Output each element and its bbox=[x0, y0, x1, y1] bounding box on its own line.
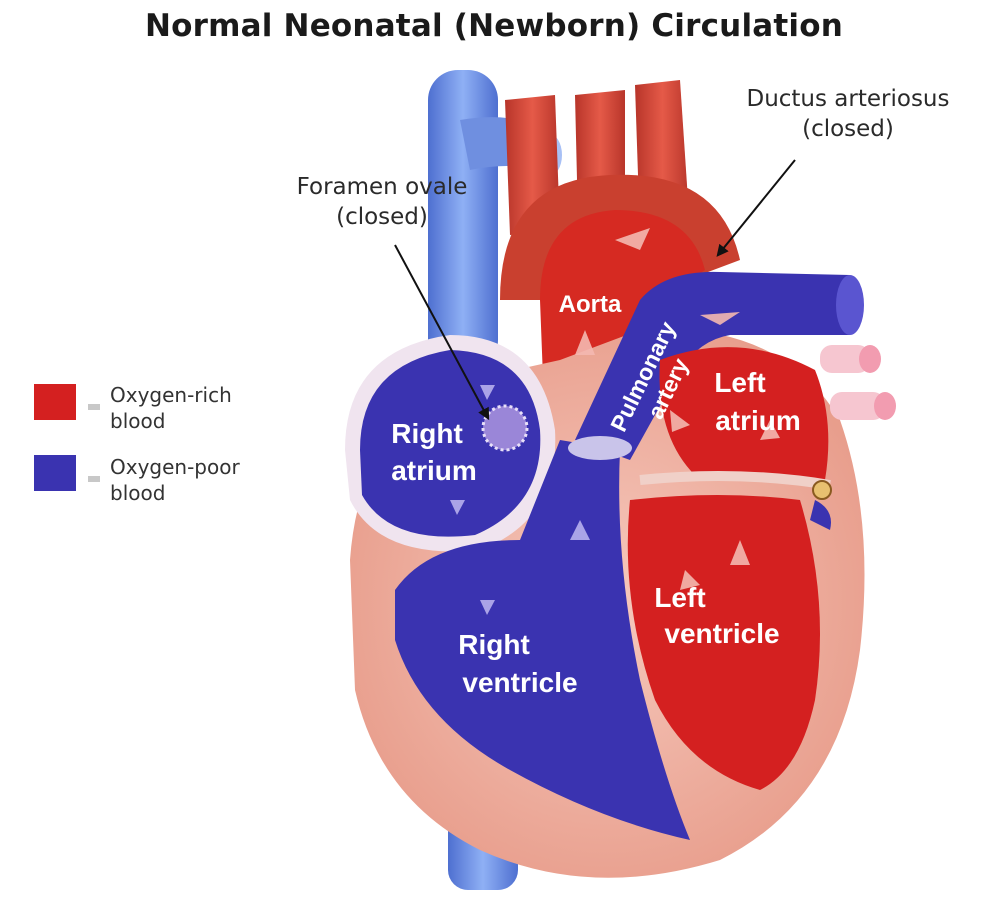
legend-swatch-oxygen-rich bbox=[34, 384, 76, 420]
left-atrium-label-line1: Left bbox=[714, 367, 765, 398]
left-atrium-label-line2: atrium bbox=[715, 405, 801, 436]
aorta-label: Aorta bbox=[559, 291, 622, 318]
ductus-arteriosus-callout: Ductus arteriosus (closed) bbox=[718, 84, 978, 144]
legend-label-oxygen-rich: Oxygen-rich blood bbox=[110, 382, 232, 434]
foramen-ovale-callout: Foramen ovale (closed) bbox=[262, 172, 502, 232]
right-atrium-label-line1: Right bbox=[391, 418, 463, 449]
left-ventricle-label-line1: Left bbox=[654, 582, 705, 613]
ductus-arteriosus-pointer bbox=[718, 160, 795, 255]
legend-equals-mark bbox=[88, 404, 100, 410]
foramen-ovale-closed-icon bbox=[483, 406, 527, 450]
right-ventricle-label-line1: Right bbox=[458, 629, 530, 660]
pulmonary-veins bbox=[820, 345, 896, 420]
legend-label-oxygen-poor: Oxygen-poor blood bbox=[110, 454, 240, 506]
ductus-closed-icon bbox=[813, 481, 831, 499]
legend-equals-mark bbox=[88, 476, 100, 482]
legend-swatch-oxygen-poor bbox=[34, 455, 76, 491]
right-ventricle-label-line2: ventricle bbox=[462, 667, 577, 698]
right-atrium-label-line2: atrium bbox=[391, 455, 477, 486]
left-ventricle-label-line2: ventricle bbox=[664, 618, 779, 649]
